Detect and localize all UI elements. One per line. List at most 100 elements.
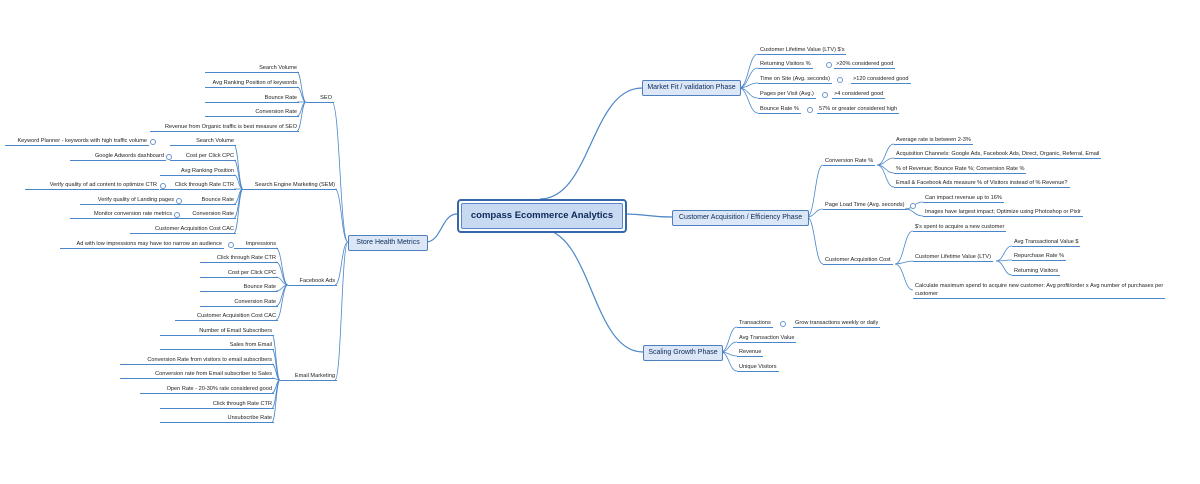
topic-email-subscribers[interactable]: Number of Email Subscribers xyxy=(160,327,274,336)
topic-seo[interactable]: SEO xyxy=(306,94,334,103)
topic-email-facebook-measure[interactable]: Email & Facebook Ads measure % of Visito… xyxy=(894,180,1070,188)
topic-sem-monitor-conversion[interactable]: Monitor conversion rate metrics xyxy=(70,210,174,219)
connector-line xyxy=(334,241,349,381)
topic-seo-revenue-organic[interactable]: Revenue from Organic traffic is best mea… xyxy=(150,123,299,132)
topic-seo-conversion-rate[interactable]: Conversion Rate xyxy=(205,108,299,117)
topic-grow-transactions[interactable]: Grow transactions weekly or daily xyxy=(793,320,881,328)
topic-ltv[interactable]: Customer Lifetime Value (LTV) $'s xyxy=(758,47,847,55)
topic-time-on-site[interactable]: Time on Site (Avg. seconds) xyxy=(758,76,832,84)
topic-sem-search-volume[interactable]: Search Volume xyxy=(170,137,236,146)
topic-email-open-rate[interactable]: Open Rate - 20-30% rate considered good xyxy=(140,385,274,394)
topic-sem-conversion-rate[interactable]: Conversion Rate xyxy=(170,210,236,219)
topic-avg-transaction-value[interactable]: Avg Transaction Value xyxy=(737,335,797,343)
note-icon xyxy=(780,321,786,327)
topic-fb-ctr[interactable]: Click through Rate CTR xyxy=(200,254,278,263)
connector-line xyxy=(425,213,458,243)
topic-bounce-rate[interactable]: Bounce Rate % xyxy=(758,106,801,114)
connector-line xyxy=(904,208,924,217)
topic-fb-cac[interactable]: Customer Acquisition Cost CAC xyxy=(175,312,278,321)
topic-avg-transactional-value[interactable]: Avg Transactional Value $ xyxy=(1012,239,1081,247)
topic-email-sales[interactable]: Sales from Email xyxy=(160,341,274,350)
topic-pages-per-visit[interactable]: Pages per Visit (Avg.) xyxy=(758,91,816,99)
topic-fb-impressions[interactable]: Impressions xyxy=(234,240,278,249)
note-icon xyxy=(822,92,828,98)
connector-line xyxy=(720,326,738,353)
topic-customer-ltv[interactable]: Customer Lifetime Value (LTV) xyxy=(913,254,993,262)
connector-line xyxy=(876,143,895,166)
topic-revenue[interactable]: Revenue xyxy=(737,349,764,357)
topic-images-impact[interactable]: Images have largest impact; Optimize usi… xyxy=(923,209,1083,217)
topic-conversion-rate[interactable]: Conversion Rate % xyxy=(823,158,876,166)
topic-time-on-site-detail[interactable]: >120 considered good xyxy=(851,76,911,84)
topic-average-rate[interactable]: Average rate is between 2-3% xyxy=(894,137,973,145)
connector-line xyxy=(738,53,759,89)
topic-returning-visitors-ltv[interactable]: Returning Visitors xyxy=(1012,268,1061,276)
topic-sem-ctr[interactable]: Click through Rate CTR xyxy=(160,181,236,190)
topic-email-marketing[interactable]: Email Marketing xyxy=(280,372,337,381)
topic-email-unsubscribe[interactable]: Unsubscribe Rate xyxy=(160,414,274,423)
topic-sem[interactable]: Search Engine Marketing (SEM) xyxy=(243,181,337,190)
topic-pages-per-visit-detail[interactable]: >4 considered good xyxy=(832,91,886,99)
topic-unique-visitors[interactable]: Unique Visitors xyxy=(737,364,779,372)
topic-seo-bounce-rate[interactable]: Bounce Rate xyxy=(205,94,299,103)
topic-email-conv-sales[interactable]: Conversion rate from Email subscriber to… xyxy=(120,370,274,379)
note-icon xyxy=(176,198,182,204)
note-icon xyxy=(174,212,180,218)
connector-line xyxy=(334,188,349,243)
connector-line xyxy=(622,213,673,218)
topic-impact-revenue[interactable]: Can impact revenue up to 16% xyxy=(923,195,1004,203)
topic-calculate-max-spend[interactable]: Calculate maximum spend to acquire new c… xyxy=(913,282,1166,299)
branch-scaling-growth[interactable]: Scaling Growth Phase xyxy=(643,345,723,361)
topic-email-conv-visitors[interactable]: Conversion Rate from visitors to email s… xyxy=(120,356,274,365)
note-icon xyxy=(150,139,156,145)
note-icon xyxy=(160,183,166,189)
topic-fb-cpc[interactable]: Cost per Click CPC xyxy=(200,269,278,278)
connector-line xyxy=(738,87,759,99)
topic-bounce-rate-detail[interactable]: 57% or greater considered high xyxy=(817,106,900,114)
branch-store-health[interactable]: Store Health Metrics xyxy=(348,235,428,251)
connector-line xyxy=(876,164,895,188)
connector-line xyxy=(275,284,289,321)
connector-line xyxy=(720,351,738,372)
connector-line xyxy=(894,260,914,265)
topic-sem-verify-ad-content[interactable]: Verify quality of ad content to optimize… xyxy=(25,181,159,190)
topic-returning-visitors[interactable]: Returning Visitors % xyxy=(758,61,813,69)
note-icon xyxy=(826,62,832,68)
topic-fb-narrow-audience[interactable]: Ad with low impressions may have too nar… xyxy=(60,240,224,249)
note-icon xyxy=(166,154,172,160)
connector-line xyxy=(539,228,644,353)
topic-page-load-time[interactable]: Page Load Time (Avg. seconds) xyxy=(823,202,907,210)
topic-transactions[interactable]: Transactions xyxy=(737,320,773,328)
topic-revenue-bounce-conversion[interactable]: % of Revenue; Bounce Rate %; Conversion … xyxy=(894,166,1027,174)
connector-line xyxy=(271,379,281,423)
topic-facebook-ads[interactable]: Facebook Ads xyxy=(288,277,337,286)
topic-sem-cac[interactable]: Customer Acquisition Cost CAC xyxy=(130,225,236,234)
central-topic[interactable]: compass Ecommerce Analytics xyxy=(457,199,627,233)
topic-fb-bounce-rate[interactable]: Bounce Rate xyxy=(200,283,278,292)
branch-market-fit[interactable]: Market Fit / validation Phase xyxy=(642,80,741,96)
connector-line xyxy=(296,101,307,132)
topic-repurchase-rate[interactable]: Repurchase Rate % xyxy=(1012,253,1067,261)
topic-sem-bounce-rate[interactable]: Bounce Rate xyxy=(170,196,236,205)
connector-line xyxy=(894,230,914,265)
topic-sem-keyword-planner[interactable]: Keyword Planner - keywords with high tra… xyxy=(5,137,149,146)
topic-seo-search-volume[interactable]: Search Volume xyxy=(205,64,299,73)
topic-acquisition-channels[interactable]: Acquisition Channels: Google Ads, Facebo… xyxy=(894,151,1102,159)
topic-sem-adwords-dashboard[interactable]: Google Adwords dashboard xyxy=(70,152,166,161)
topic-sem-cpc[interactable]: Cost per Click CPC xyxy=(170,152,236,161)
topic-sem-avg-ranking[interactable]: Avg Ranking Position xyxy=(160,167,236,176)
topic-email-ctr[interactable]: Click through Rate CTR xyxy=(160,400,274,409)
topic-returning-visitors-detail[interactable]: >20% considered good xyxy=(834,61,896,69)
connector-line xyxy=(738,87,759,114)
topic-sem-verify-landing[interactable]: Verify quality of Landing pages xyxy=(80,196,176,205)
connector-line xyxy=(720,341,738,353)
note-icon xyxy=(910,203,916,209)
note-icon xyxy=(837,77,843,83)
branch-customer-acquisition[interactable]: Customer Acquisition / Efficiency Phase xyxy=(672,210,809,226)
connector-line xyxy=(894,263,914,291)
connector-line xyxy=(539,87,643,200)
topic-fb-conversion-rate[interactable]: Conversion Rate xyxy=(200,298,278,307)
topic-seo-avg-ranking[interactable]: Avg Ranking Position of keywords xyxy=(205,79,299,88)
topic-spent-to-acquire[interactable]: $'s spent to acquire a new customer xyxy=(913,224,1007,232)
topic-customer-acquisition-cost[interactable]: Customer Acquisition Cost xyxy=(823,257,893,265)
